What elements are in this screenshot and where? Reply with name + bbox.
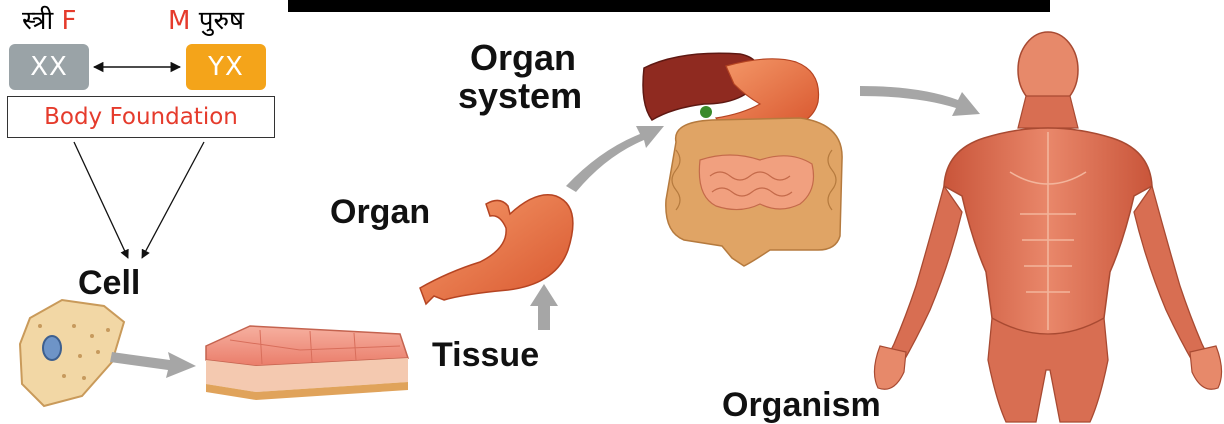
organ-label: Organ [330,195,430,229]
organ-stomach-illustration [420,195,573,304]
female-code-label: F [61,6,76,36]
female-label: स्त्री F [22,8,76,34]
male-label: M पुरुष [168,8,244,34]
organ-system-illustration [643,53,842,266]
cell-to-tissue-arrow [110,352,196,378]
foundation-to-cell-arrow-right [142,142,204,258]
organ-system-label-line1: Organ [470,40,576,76]
tissue-label: Tissue [432,338,539,372]
foundation-to-cell-arrow-left [74,142,128,258]
cell-label: Cell [78,266,140,300]
body-foundation-box: Body Foundation [7,96,275,138]
system-to-organism-arrow [860,86,980,116]
cell-illustration [20,300,124,406]
organism-label: Organism [722,388,881,422]
male-code-label: M [168,6,190,36]
female-hindi-label: स्त्री [22,6,53,36]
top-banner-bar [288,0,1050,12]
tissue-to-organ-arrow [530,284,558,330]
organism-human-illustration [874,32,1221,422]
male-chromosome-chip: YX [186,44,266,90]
tissue-illustration [206,326,408,400]
female-chromosome-chip: XX [9,44,89,90]
organ-system-label-line2: system [458,78,582,114]
organ-to-system-arrow [566,126,664,192]
male-hindi-label: पुरुष [199,6,244,36]
